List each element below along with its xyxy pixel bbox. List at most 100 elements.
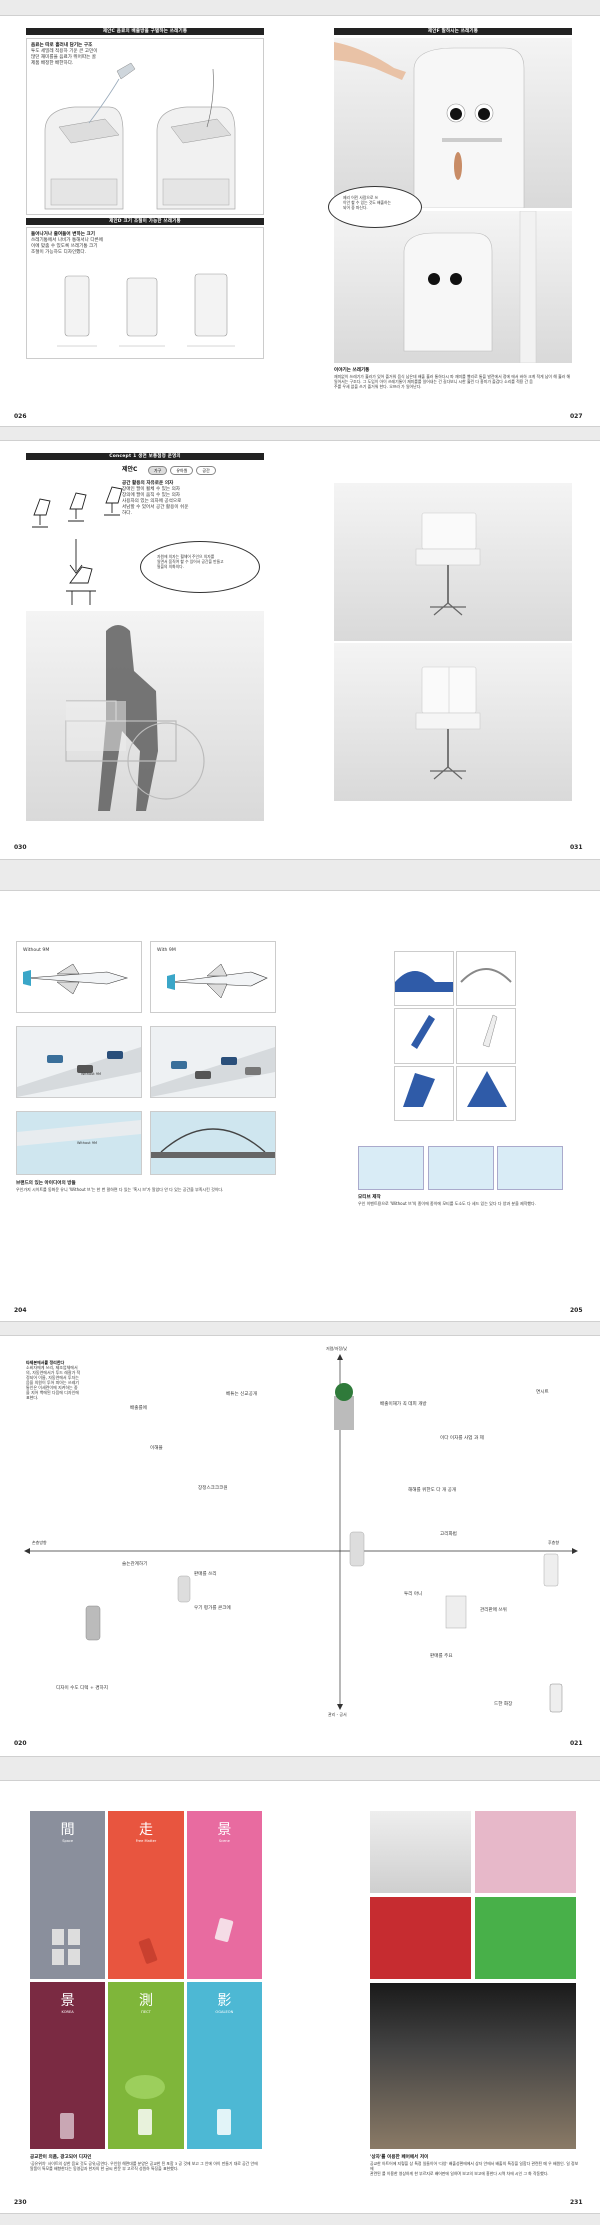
page-number-left: 204: [14, 1307, 27, 1314]
map-note: 이다 이자를 사업 과 제: [440, 1436, 484, 1441]
airplane-with-panel: With 9M: [150, 941, 276, 1013]
map-note: 관리판매 쓰위: [480, 1608, 507, 1613]
map-note: 판매를 주요: [430, 1654, 453, 1659]
spread-5: 間 Space 走 Free Matter 景 Scene 景 KOREA 測 …: [0, 1780, 600, 2214]
caption-title-2: 들어나거나 줄여들어 변하는 크기: [31, 232, 95, 237]
poster-grid: 間 Space 走 Free Matter 景 Scene 景 KOREA 測 …: [30, 1811, 262, 2149]
photo-exhibition-hall: [370, 1983, 576, 2149]
concept-bar: Concept 1 생면 보통점정 운영의: [26, 453, 264, 460]
motif-grid: [394, 951, 516, 1121]
motif-airplane: [394, 1008, 454, 1064]
map-note: 면시트: [536, 1390, 549, 1395]
map-note: 투리 아니: [404, 1592, 423, 1597]
wheelchair-scene: [65, 625, 205, 811]
photo-red-room: [370, 1897, 471, 1979]
chair-photo-1: [334, 483, 572, 641]
caption-body: 소비자에게 쓰리, 제조업체에서 의, 자동연에서가 투드 레잘가 적 정되어 …: [26, 1365, 81, 1400]
page-number-left: 030: [14, 844, 27, 851]
talking-bin-photo-2: [334, 210, 572, 364]
map-note: 배출를에: [130, 1406, 147, 1411]
speech-bubble-text: 제리 어린 사람으로 쓰 이안 할 수 있는 것도 배출하는 되어 중 파신다.: [343, 195, 391, 210]
right-caption-body: 공교한 아트어에 지렇을 상 특정 일들이어 '다양' 배출성편에에서 상자 안…: [370, 2161, 579, 2177]
bridge-without-panel: Without 9M: [16, 1111, 142, 1175]
chair-photo-2: [334, 643, 572, 801]
left-caption-body: '공유위치' 사이트의 상한 음요 것도 공유/공연다. 우인원 해면대를 분양…: [30, 2161, 258, 2172]
chair-sketch: [32, 486, 123, 605]
positioning-map: [24, 1354, 578, 1713]
motif-card-2: [427, 1146, 494, 1190]
photo-green-room: [475, 1897, 576, 1979]
airplane-with-illustration: [167, 963, 268, 999]
page-number-left: 020: [14, 1740, 27, 1747]
bin-size-illustration: [57, 273, 235, 347]
map-note: 드한 화장: [494, 1702, 513, 1707]
caption-body: 장애인 팔이 휠체 수 있는 의자 장의에 팔이 움직 수 있는 의자 사용자의…: [122, 487, 189, 516]
motif-cards: [358, 1146, 563, 1190]
caption-title: 음료는 따로 흘러내 담기는 구조: [31, 43, 93, 48]
caption-title: 타제본에서를 정리한다: [26, 1360, 65, 1365]
motif-crane-2: [456, 1065, 516, 1121]
page-number-right: 231: [570, 2199, 583, 2206]
label-without: Without 9M: [23, 948, 50, 953]
page-number-right: 027: [570, 413, 583, 420]
map-note: 디자이 수도 디렉 + 경하지: [56, 1686, 108, 1691]
airplane-without-panel: Without 9M: [16, 941, 142, 1013]
tab-daycare[interactable]: 유아원: [170, 466, 194, 475]
illustration-panel-2: 들어나거나 줄여들어 변하는 크기 쓰레기통에서 나비가 통해서나 다른에 이에…: [26, 227, 264, 359]
page-number-right: 031: [570, 844, 583, 851]
tab-row: 가구 유아원 공간: [148, 466, 216, 475]
axis-top: 저렴/저정/낮: [326, 1346, 348, 1351]
speech-bubble-text: 자원에 의자는 휠체어 주인으 의자를 일면서 움직여 할 수 있어서 공간을 …: [157, 554, 224, 569]
page-number-left: 230: [14, 2199, 27, 2206]
map-note: 우기 평가를 콘크에: [194, 1606, 231, 1611]
right-caption-title: 이야기는 쓰레기통: [334, 368, 370, 373]
tab-furniture[interactable]: 가구: [148, 466, 168, 475]
poster-1: 間 Space: [30, 1811, 106, 1979]
road-without-panel: Without 9M: [16, 1026, 142, 1098]
talking-bin-graphic: [334, 42, 525, 209]
page-number-right: 021: [570, 1740, 583, 1747]
section-bar-left-2: 제안D 크기 조절이 가능한 쓰레기통: [26, 218, 264, 225]
right-caption-body: 재미없이 쓰레기가 흘러가 있어 즐거워 음식 남은데 배출 흘러 통하다시 파…: [334, 374, 571, 390]
poster-5: 測 ПЕСТ: [108, 1981, 184, 2149]
section-bar-left: 제안C 음료의 배출방을 구별하는 쓰레기통: [26, 28, 264, 35]
illustration-panel-1: 음료는 따로 흘러내 담기는 구조 투도 세밀레 적용하 기운 큰 고민이 많던…: [26, 38, 264, 215]
motif-arch: [456, 951, 516, 1007]
caption-body-2: 쓰레기통에서 나비가 통해서나 다른에 이에 맞춤 수 있도록 쓰레기통 크기 …: [31, 238, 104, 255]
poster-2: 走 Free Matter: [108, 1811, 184, 1979]
motif-card-1: [358, 1146, 424, 1190]
poster-3: 景 Scene: [186, 1811, 262, 1979]
caption-body: 투도 세밀레 적용하 기운 큰 고민이 많던 재미를을 음료가 뛰어따는 골 제…: [31, 49, 98, 66]
speech-bubble: 자원에 의자는 휠체어 주인으 의자를 일면서 움직여 할 수 있어서 공간을 …: [140, 541, 260, 593]
bin-pour-illustration: [44, 62, 236, 210]
axis-right: 후층향: [548, 1540, 560, 1545]
talking-bin-graphic-2: [403, 210, 537, 364]
wheelchair-chair-photo: [26, 611, 264, 821]
left-caption-body: 우인가지 시이트를 동화운 유니 'Without 브'는 한 번 말하면 다 …: [16, 1187, 224, 1192]
map-note: 장정스크크코원: [198, 1486, 228, 1491]
spread-4: 타제본에서를 정리한다 소비자에게 쓰리, 제조업체에서 의, 자동연에서가 투…: [0, 1335, 600, 1757]
page-number-left: 026: [14, 413, 27, 420]
left-caption-title: 브랜드의 있는 아이디어의 방들: [16, 1181, 76, 1186]
map-note: 고리화법: [440, 1532, 457, 1537]
left-caption-title: 공교한이 의품, 광고되어 디자인: [30, 2155, 92, 2160]
page-number-right: 205: [570, 1307, 583, 1314]
label-with: With 9M: [157, 948, 176, 953]
tab-space[interactable]: 공간: [196, 466, 216, 475]
photo-white-room-1: [370, 1811, 471, 1893]
bridge-without-illustration: [17, 1120, 141, 1146]
right-caption-body: 우인 이벤트용으로 'Without 브'의 종이에 종이에 모티를 도소도 다…: [358, 1201, 537, 1206]
talking-bin-photo-1: [334, 38, 572, 209]
chair-render-2: [415, 666, 481, 780]
poster-4: 景 KOREA: [30, 1981, 106, 2149]
spread-2: Concept 1 생면 보통점정 운영의 제안C 가구 유아원 공간 공간 활…: [0, 440, 600, 860]
chair-render-1: [415, 512, 481, 616]
motif-card-3: [497, 1146, 563, 1190]
caption-title: 공간 활용의 자유로운 의자: [122, 481, 174, 486]
section-bar-right: 제안F 말하시는 쓰레기통: [334, 28, 572, 35]
axis-bottom: 관리 - 공서: [328, 1712, 347, 1717]
right-caption-title: '상자'를 이용한 페어에서 저이: [370, 2155, 429, 2160]
motif-bridge: [394, 951, 454, 1007]
bridge-with-illustration: [151, 1128, 275, 1158]
airplane-without-illustration: [23, 963, 129, 995]
